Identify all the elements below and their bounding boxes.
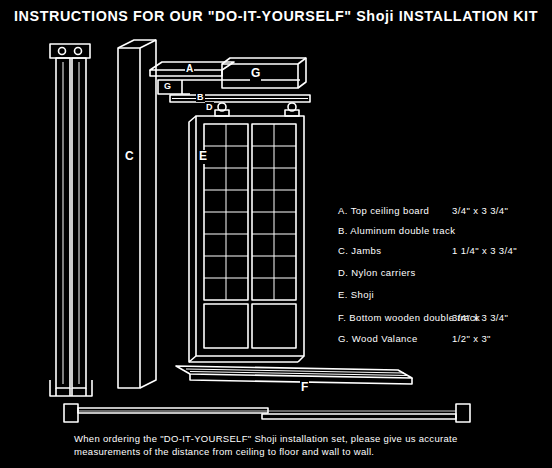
part-letter: C (124, 150, 135, 164)
jamb (118, 40, 156, 388)
valance-end (158, 80, 300, 94)
dimension: 1 1/4" x 3 3/4" (452, 246, 517, 257)
shoji-panel (189, 116, 304, 362)
dimension: 3/4" x 3 3/4" (452, 206, 508, 217)
wood-valance (222, 58, 306, 88)
parts-list-item: G. Wood Valance (338, 334, 418, 345)
parts-list-item: D. Nylon carriers (338, 268, 416, 279)
cross-section (50, 44, 92, 396)
part-letter: E (198, 150, 208, 164)
part-letter: A (185, 63, 194, 75)
aluminum-track (170, 95, 310, 102)
part-letter: F (300, 381, 309, 395)
part-letter: B (196, 92, 205, 102)
part-letter: G (250, 67, 261, 81)
bottom-track (176, 366, 412, 384)
part-letter: G (163, 81, 172, 91)
plan-view (64, 404, 470, 422)
parts-list-item: C. Jambs (338, 246, 381, 257)
parts-list-item: E. Shoji (338, 290, 374, 301)
caption: When ordering the "DO-IT-YOURSELF" Shoji… (74, 433, 514, 459)
nylon-carriers (215, 103, 299, 116)
dimension: 1/2" x 3" (452, 334, 491, 345)
title: INSTRUCTIONS FOR OUR "DO-IT-YOURSELF" Sh… (14, 7, 538, 24)
parts-list-item: A. Top ceiling board (338, 206, 429, 217)
dimension: 3/4" x 3 3/4" (452, 313, 508, 324)
part-letter: D (205, 102, 214, 112)
parts-list-item: B. Aluminum double track (338, 226, 455, 237)
